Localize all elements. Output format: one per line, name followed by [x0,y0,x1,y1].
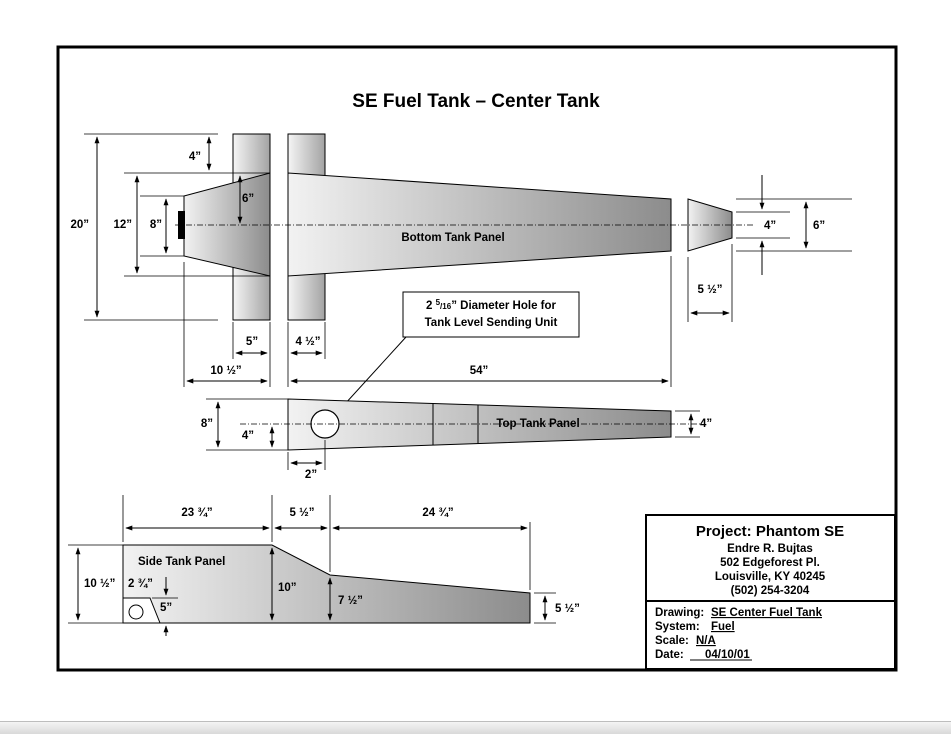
dim-side-7-5: 7 ½” [338,595,363,607]
author-phone: (502) 254-3204 [731,585,810,597]
top-panel-label: Top Tank Panel [496,418,579,430]
dim-side-23-75: 23 ¾” [181,507,212,519]
dim-top-8: 8” [201,418,213,430]
author-name: Endre R. Bujtas [727,543,813,555]
dim-5-5-end: 5 ½” [698,284,723,296]
dim-side-10: 10” [278,582,297,594]
dim-20: 20” [70,219,89,231]
dim-side-5-5: 5 ½” [290,507,315,519]
dim-4-end: 4” [764,220,776,232]
dim-top-4-half: 4” [242,430,254,442]
dim-top-2: 2” [305,469,317,481]
date-value: 04/10/01 [705,649,750,661]
system-value: Fuel [711,621,735,633]
dim-54: 54” [470,365,489,377]
hole-note-line1: 2 5/16” Diameter Hole for [426,298,557,312]
dim-4-top: 4” [189,151,201,163]
dim-8: 8” [150,219,162,231]
end-cone [687,198,733,252]
dim-side-24-75: 24 ¾” [422,507,453,519]
drawing-border [56,45,898,672]
dim-side-5-5-right: 5 ½” [555,603,580,615]
side-panel-hole [128,604,144,620]
drawing-title: SE Fuel Tank – Center Tank [352,91,600,112]
side-panel-label: Side Tank Panel [138,556,225,568]
scale-label: Scale: [655,635,689,647]
dim-top-4-right: 4” [700,418,712,430]
bottom-panel-label: Bottom Tank Panel [401,232,504,244]
top-panel-body [287,398,672,451]
top-tank-panel: Top Tank Panel 8” 4” 4” 2” [201,398,712,481]
dim-12: 12” [113,219,132,231]
system-label: System: [655,621,700,633]
window-bottom-edge [0,721,951,734]
inlet-cone [183,172,271,277]
bottom-panel-dims: 20” 12” 8” 4” 6” 5” 4 ½” 10 ½” 54” 4 [70,133,852,387]
dim-4-5-flange: 4 ½” [296,336,321,348]
title-block: Project: Phantom SE Endre R. Bujtas 502 … [645,514,896,670]
hole-note-line2: Tank Level Sending Unit [425,317,558,329]
dim-side-2-75: 2 ¾” [128,578,153,590]
drawing-value: SE Center Fuel Tank [711,607,823,619]
date-label: Date: [655,649,684,661]
dim-side-10-5: 10 ½” [84,578,115,590]
dim-6-cone: 6” [242,193,254,205]
drawing-label: Drawing: [655,607,704,619]
inlet-cap [178,211,185,239]
dim-side-5: 5” [160,602,172,614]
side-tank-panel: Side Tank Panel 23 ¾” 5 ½” 24 ¾” 10 ½” 2… [68,495,580,636]
dim-10-5: 10 ½” [210,365,241,377]
author-street: 502 Edgeforest Pl. [720,557,820,569]
main-tank-body [287,172,672,277]
project-name: Project: Phantom SE [696,523,844,540]
bottom-tank-panel: Bottom Tank Panel [175,133,755,321]
scale-value: N/A [696,635,716,647]
hole-note-box [402,291,580,338]
author-city: Louisville, KY 40245 [715,571,826,583]
hole-note: 2 5/16” Diameter Hole for Tank Level Sen… [333,291,580,417]
dim-6-end: 6” [813,220,825,232]
dim-5-flange: 5” [246,336,258,348]
